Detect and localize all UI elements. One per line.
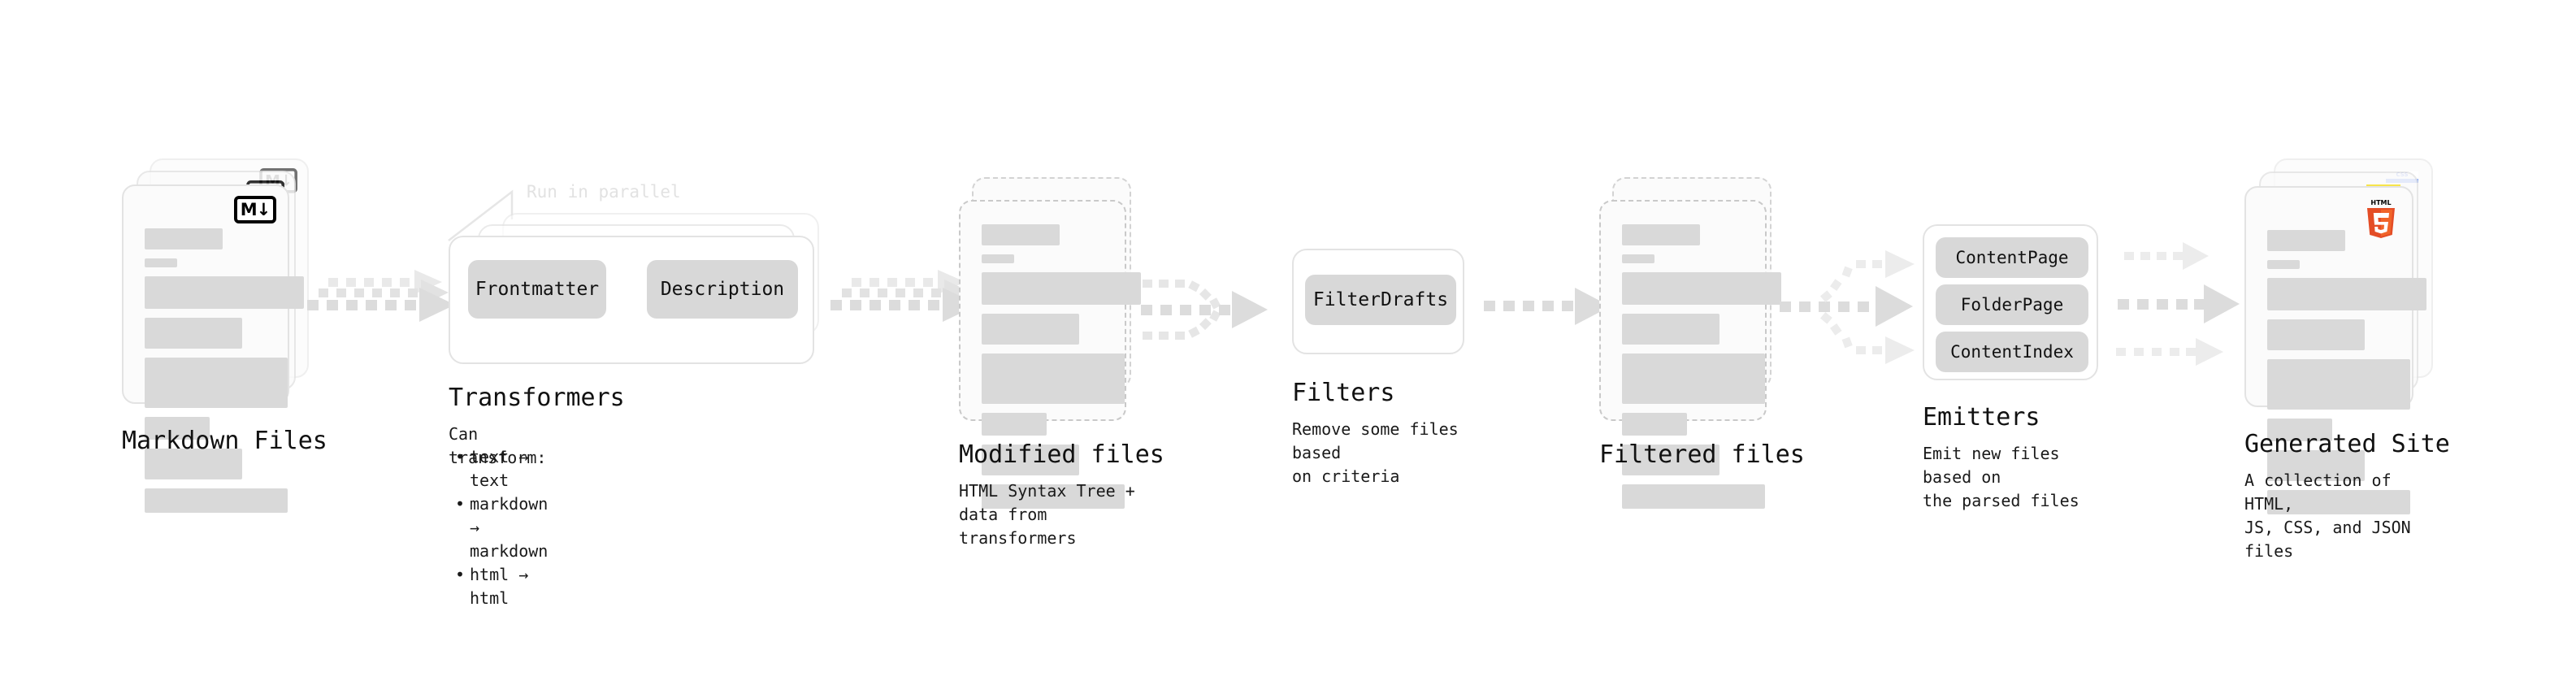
markdown-logo: M↓: [234, 196, 276, 223]
content-bar: [2267, 359, 2410, 410]
content-bar: [982, 254, 1014, 263]
markdown-logo-text: M↓: [240, 199, 271, 219]
stage-title-filtered-files: Filtered files: [1599, 440, 1805, 469]
content-bar: [1622, 272, 1781, 305]
transform-capability-list: text → text markdown → markdown html → h…: [452, 445, 548, 610]
doc-card-front-html: HTML: [2244, 186, 2426, 514]
chip-label: ContentIndex: [1950, 342, 2074, 362]
content-bar: [982, 314, 1079, 345]
content-bar: [1622, 413, 1687, 436]
stage-modified-files: Modified files HTML Syntax Tree + data f…: [959, 177, 1164, 548]
chip-label: ContentPage: [1955, 248, 2069, 267]
content-bar: [982, 272, 1141, 305]
content-bar: [982, 484, 1125, 509]
stage-markdown-files: M↓ M↓ M↓ Markdown Files: [122, 158, 327, 513]
arrow-markdown-to-transformers: [307, 270, 455, 336]
stage-caption-modified-files: HTML Syntax Tree + data from transformer…: [959, 481, 1135, 548]
transformer-chip-description[interactable]: Description: [647, 260, 798, 319]
stage-caption-generated-site: A collection of HTML, JS, CSS, and JSON …: [2244, 471, 2411, 561]
stage-title-generated-site: Generated Site: [2244, 430, 2450, 458]
stage-title-filters: Filters: [1292, 379, 1395, 407]
document-content-bars: [982, 224, 1141, 518]
list-item: text → text: [455, 445, 548, 492]
markdown-card-stack: M↓ M↓ M↓: [122, 158, 309, 513]
chip-label: Description: [660, 279, 785, 300]
filters-box: FilterDrafts: [1292, 249, 1464, 354]
content-bar: [2267, 278, 2426, 310]
stage-emitters: ContentPage FolderPage ContentIndex Emit…: [1923, 224, 2098, 510]
content-bar: [2267, 490, 2410, 514]
modified-card-stack: [959, 177, 1146, 509]
content-bar: [1622, 445, 1720, 475]
stage-filters: FilterDrafts Filters Remove some files b…: [1292, 249, 1464, 486]
transformer-frame-front: Frontmatter Description: [449, 236, 814, 364]
doc-card-front: M↓: [122, 184, 304, 513]
content-bar: [982, 354, 1125, 404]
content-bar: [145, 258, 177, 267]
content-bar: [1622, 484, 1765, 509]
stage-caption-filters: Remove some files based on criteria: [1292, 419, 1459, 486]
content-bar: [2267, 419, 2332, 441]
content-bar: [2267, 230, 2345, 251]
stage-title-modified-files: Modified files: [959, 440, 1164, 469]
list-item: markdown → markdown: [455, 492, 548, 563]
content-bar: [2267, 260, 2300, 269]
doc-card-front: [1599, 200, 1781, 509]
content-bar: [145, 417, 210, 440]
stage-title-transformers: Transformers: [449, 384, 625, 412]
html5-logo: HTML: [2363, 197, 2399, 238]
generated-card-stack: CSS HTML: [2244, 158, 2439, 514]
arrow-emitters-to-site: [2113, 237, 2267, 367]
content-bar: [2267, 450, 2365, 481]
filtered-card-stack: [1599, 177, 1786, 509]
emitter-chip-folderpage[interactable]: FolderPage: [1936, 284, 2088, 325]
emitter-chip-contentpage[interactable]: ContentPage: [1936, 237, 2088, 278]
content-bar: [145, 276, 304, 309]
content-bar: [2267, 319, 2365, 350]
arrow-filters-to-filtered: [1484, 288, 1614, 327]
run-in-parallel-label: Run in parallel: [527, 182, 681, 202]
arrow-filtered-to-emitters: [1780, 250, 1926, 372]
arrow-transformers-to-modified: [830, 270, 978, 336]
stage-generated-site: CSS HTML Generated Site A collection of …: [2244, 158, 2450, 561]
document-content-bars: [2267, 230, 2426, 523]
stage-title-emitters: Emitters: [1923, 403, 2040, 432]
stage-filtered-files: Filtered files: [1599, 177, 1805, 509]
content-bar: [1622, 314, 1720, 345]
emitter-chip-contentindex[interactable]: ContentIndex: [1936, 332, 2088, 372]
content-bar: [982, 445, 1079, 475]
content-bar: [145, 228, 223, 249]
content-bar: [982, 413, 1047, 436]
chip-label: FolderPage: [1960, 295, 2064, 314]
chip-label: FilterDrafts: [1312, 289, 1449, 310]
filter-chip-filterdrafts[interactable]: FilterDrafts: [1305, 275, 1456, 325]
doc-card-front: [959, 200, 1141, 509]
content-bar: [1622, 354, 1765, 404]
stage-title-markdown-files: Markdown Files: [122, 427, 327, 455]
content-bar: [145, 449, 242, 479]
content-bar: [1622, 224, 1700, 245]
transformer-chip-frontmatter[interactable]: Frontmatter: [468, 260, 606, 319]
arrow-modified-to-filters: [1141, 268, 1287, 358]
content-bar: [145, 488, 288, 513]
content-bar: [145, 358, 288, 408]
chip-label: Frontmatter: [475, 279, 600, 300]
content-bar: [145, 318, 242, 349]
svg-text:HTML: HTML: [2370, 199, 2391, 206]
content-bar: [1622, 254, 1654, 263]
content-bar: [982, 224, 1060, 245]
emitters-box: ContentPage FolderPage ContentIndex: [1923, 224, 2098, 380]
stage-caption-emitters: Emit new files based on the parsed files: [1923, 444, 2079, 510]
document-content-bars: [145, 228, 304, 522]
list-item: html → html: [455, 563, 548, 610]
document-content-bars: [1622, 224, 1781, 518]
